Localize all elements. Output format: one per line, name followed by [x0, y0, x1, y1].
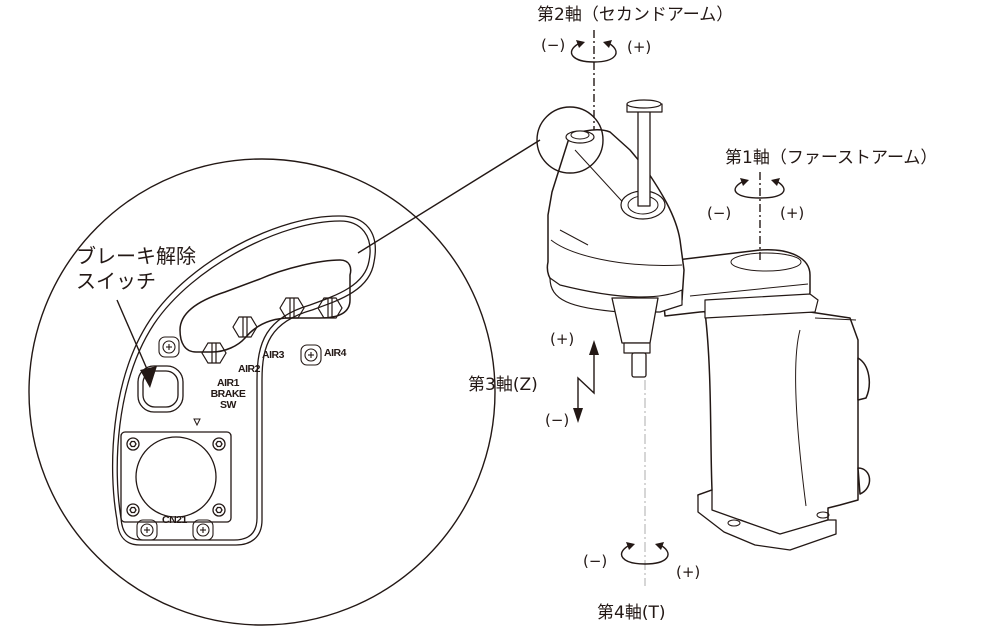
callout-brake-release: ブレーキ解除 スイッチ	[76, 244, 196, 294]
first-arm-cap	[730, 252, 802, 272]
label-sw: SW	[220, 399, 236, 411]
joint-1-ring	[704, 293, 819, 319]
scara-robot	[536, 99, 871, 551]
label-air1: AIR1	[217, 377, 239, 389]
axis4-minus-label: (−)	[583, 552, 608, 570]
callout-pointer-line	[116, 299, 151, 377]
screw-air4	[300, 344, 322, 366]
axis1-title: 第1軸（ファーストアーム）	[725, 148, 938, 168]
panel-inner-edge	[116, 220, 371, 541]
cn21-connector	[120, 431, 232, 523]
detail-source-circle	[536, 106, 604, 174]
callout-line-2: スイッチ	[76, 269, 156, 293]
spline-shaft	[637, 105, 651, 207]
axis3-minus-label: (−)	[545, 411, 570, 429]
quill-flange	[623, 342, 651, 354]
brake-sw-label-group: AIR1 BRAKE SW	[208, 378, 248, 411]
detail-circle	[28, 158, 496, 626]
side-connector-upper	[857, 357, 871, 401]
quill-tip	[631, 352, 647, 378]
quill	[611, 297, 659, 344]
axis3-zigzag-arrow	[577, 345, 595, 410]
indicator-triangle	[193, 418, 201, 427]
brake-release-switch	[137, 365, 184, 413]
axis4-rotation-arrow	[620, 545, 669, 565]
detail-magnifier	[28, 139, 541, 626]
air-fitting-2	[232, 316, 258, 338]
axis2-plus-label: (+)	[627, 38, 652, 56]
second-arm	[546, 129, 685, 310]
axis2-minus-label: (−)	[541, 36, 566, 54]
leader-line	[357, 139, 541, 254]
label-air3: AIR3	[262, 349, 284, 361]
axis2-title: 第2軸（セカンドアーム）	[537, 5, 734, 25]
air-fitting-3	[279, 297, 305, 319]
axis1-plus-label: (+)	[780, 204, 805, 222]
base-plate	[697, 489, 837, 551]
air-fitting-1	[201, 342, 227, 364]
label-cn21: CN21	[162, 514, 187, 526]
label-air2: AIR2	[238, 363, 260, 375]
air-fitting-4	[317, 297, 343, 319]
screw-bottom-left	[136, 519, 158, 541]
label-brake: BRAKE	[210, 388, 246, 400]
axis3-up-arrowhead	[589, 340, 599, 355]
callout-pointer-head	[140, 366, 157, 388]
axis3-plus-label: (+)	[550, 330, 575, 348]
axis3-title: 第3軸(Z)	[468, 375, 538, 395]
side-connector-lower	[857, 467, 871, 495]
screw-bottom-right	[192, 519, 214, 541]
axis4-plus-label: (+)	[676, 563, 701, 581]
axis2-rotation-arrow	[570, 43, 617, 63]
axis3-down-arrowhead	[573, 408, 583, 423]
axis-markers	[570, 30, 785, 586]
panel-outer-edge	[112, 215, 376, 546]
screw-top-left	[158, 336, 180, 358]
axis1-minus-label: (−)	[707, 204, 732, 222]
axis1-rotation-arrow	[734, 181, 785, 199]
air-fitting-pad	[179, 259, 352, 353]
connector-panel	[112, 215, 376, 546]
callout-line-1: ブレーキ解除	[76, 244, 196, 268]
label-air4: AIR4	[324, 347, 346, 359]
axis4-title: 第4軸(T)	[597, 603, 666, 623]
base-column	[697, 311, 859, 536]
